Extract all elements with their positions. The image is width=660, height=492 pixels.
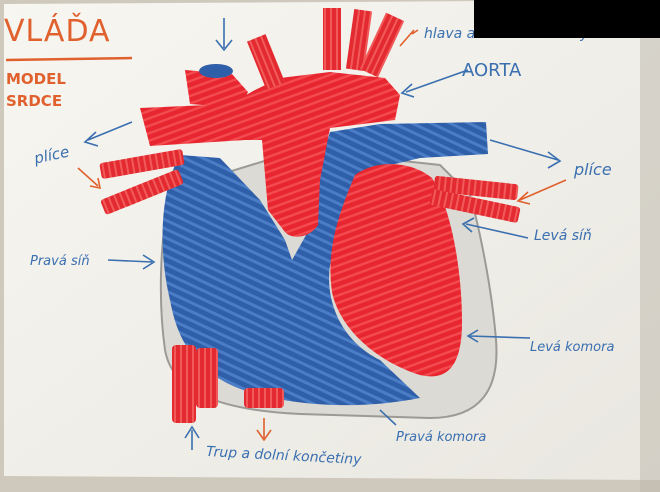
label-aorta: AORTA xyxy=(462,60,521,81)
label-left-atrium: Levá síň xyxy=(534,228,592,244)
redaction-box xyxy=(474,0,660,38)
title-name: VLÁĎA xyxy=(4,14,111,49)
title-model: MODEL xyxy=(6,70,66,88)
superior-vena-cava-top xyxy=(199,64,233,78)
title-srdce: SRDCE xyxy=(6,92,62,110)
label-right-atrium: Pravá síň xyxy=(30,254,90,269)
label-left-ventricle: Levá komora xyxy=(530,340,614,355)
label-right-ventricle: Pravá komora xyxy=(396,430,486,445)
label-lungs-right: plíce xyxy=(574,160,612,179)
